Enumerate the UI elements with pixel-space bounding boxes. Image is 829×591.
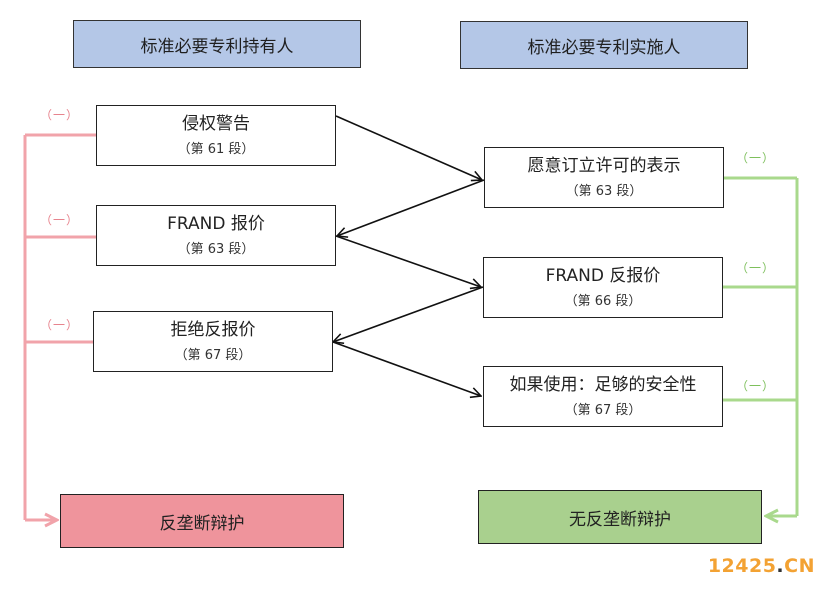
holder-branch-label-1: （一） xyxy=(40,108,80,122)
step-paragraph: （第 67 段） xyxy=(564,402,642,418)
site-watermark: 12425.CN xyxy=(708,555,815,577)
holder-result-antitrust-defense: 反垄断辩护 xyxy=(60,494,344,548)
holder-step-reject-counteroffer: 拒绝反报价 （第 67 段） xyxy=(93,311,333,372)
holder-result-text: 反垄断辩护 xyxy=(159,513,245,534)
holder-step-infringement-warning: 侵权警告 （第 61 段） xyxy=(96,105,336,166)
step-title: FRAND 报价 xyxy=(167,213,265,234)
watermark-main: 12425 xyxy=(707,555,777,577)
implementer-result-text: 无反垄断辩护 xyxy=(569,509,671,530)
implementer-step-security: 如果使用：足够的安全性 （第 67 段） xyxy=(483,366,723,427)
implementer-header-text: 标准必要专利实施人 xyxy=(527,37,681,58)
implementer-branch-label-1: （一） xyxy=(736,151,776,165)
holder-header-text: 标准必要专利持有人 xyxy=(140,36,294,57)
step-title: 如果使用：足够的安全性 xyxy=(509,374,697,395)
step-title: 拒绝反报价 xyxy=(170,319,256,340)
step-title: 侵权警告 xyxy=(182,113,250,134)
step-paragraph: （第 61 段） xyxy=(177,141,255,157)
step-title: FRAND 反报价 xyxy=(545,265,661,286)
implementer-step-frand-counteroffer: FRAND 反报价 （第 66 段） xyxy=(483,257,723,318)
watermark-dot: . xyxy=(776,555,785,577)
step-paragraph: （第 63 段） xyxy=(565,183,643,199)
step-paragraph: （第 63 段） xyxy=(177,241,255,257)
step-title: 愿意订立许可的表示 xyxy=(527,155,681,176)
holder-branch-label-3: （一） xyxy=(40,318,80,332)
step-paragraph: （第 66 段） xyxy=(564,293,642,309)
implementer-result-no-antitrust-defense: 无反垄断辩护 xyxy=(478,490,762,544)
watermark-suffix: CN xyxy=(784,555,815,577)
holder-branch-label-2: （一） xyxy=(40,213,80,227)
holder-header: 标准必要专利持有人 xyxy=(73,20,361,68)
implementer-branch-label-2: （一） xyxy=(736,261,776,275)
implementer-step-willingness: 愿意订立许可的表示 （第 63 段） xyxy=(484,147,724,208)
step-paragraph: （第 67 段） xyxy=(174,347,252,363)
holder-bracket xyxy=(23,133,96,520)
flow-arrows xyxy=(333,115,485,396)
holder-step-frand-offer: FRAND 报价 （第 63 段） xyxy=(96,205,336,266)
implementer-branch-label-3: （一） xyxy=(736,379,776,393)
implementer-bracket xyxy=(722,176,799,516)
implementer-header: 标准必要专利实施人 xyxy=(460,21,748,69)
